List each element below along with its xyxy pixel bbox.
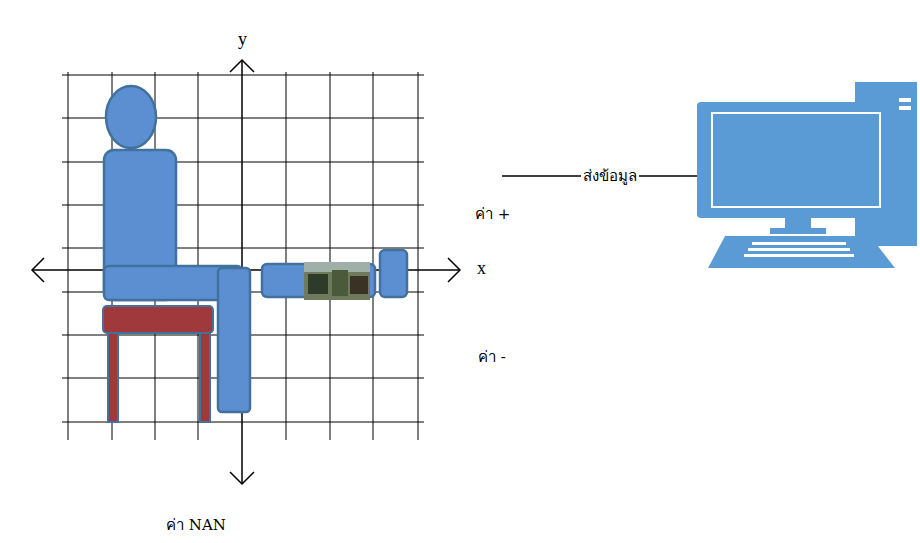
- arrow-label: ส่งข้อมูล: [581, 167, 639, 185]
- person: [104, 86, 407, 412]
- chair: [103, 306, 213, 422]
- grid: [62, 72, 424, 440]
- region-label: ค่า +: [475, 205, 510, 223]
- region-label: ค่า NAN: [166, 516, 226, 534]
- axes: [32, 60, 460, 484]
- axis-label: y: [238, 29, 247, 51]
- region-label: ค่า -: [478, 348, 506, 366]
- sensor-photo: [304, 262, 370, 300]
- computer-icon: [697, 82, 917, 268]
- axis-label: x: [477, 258, 486, 280]
